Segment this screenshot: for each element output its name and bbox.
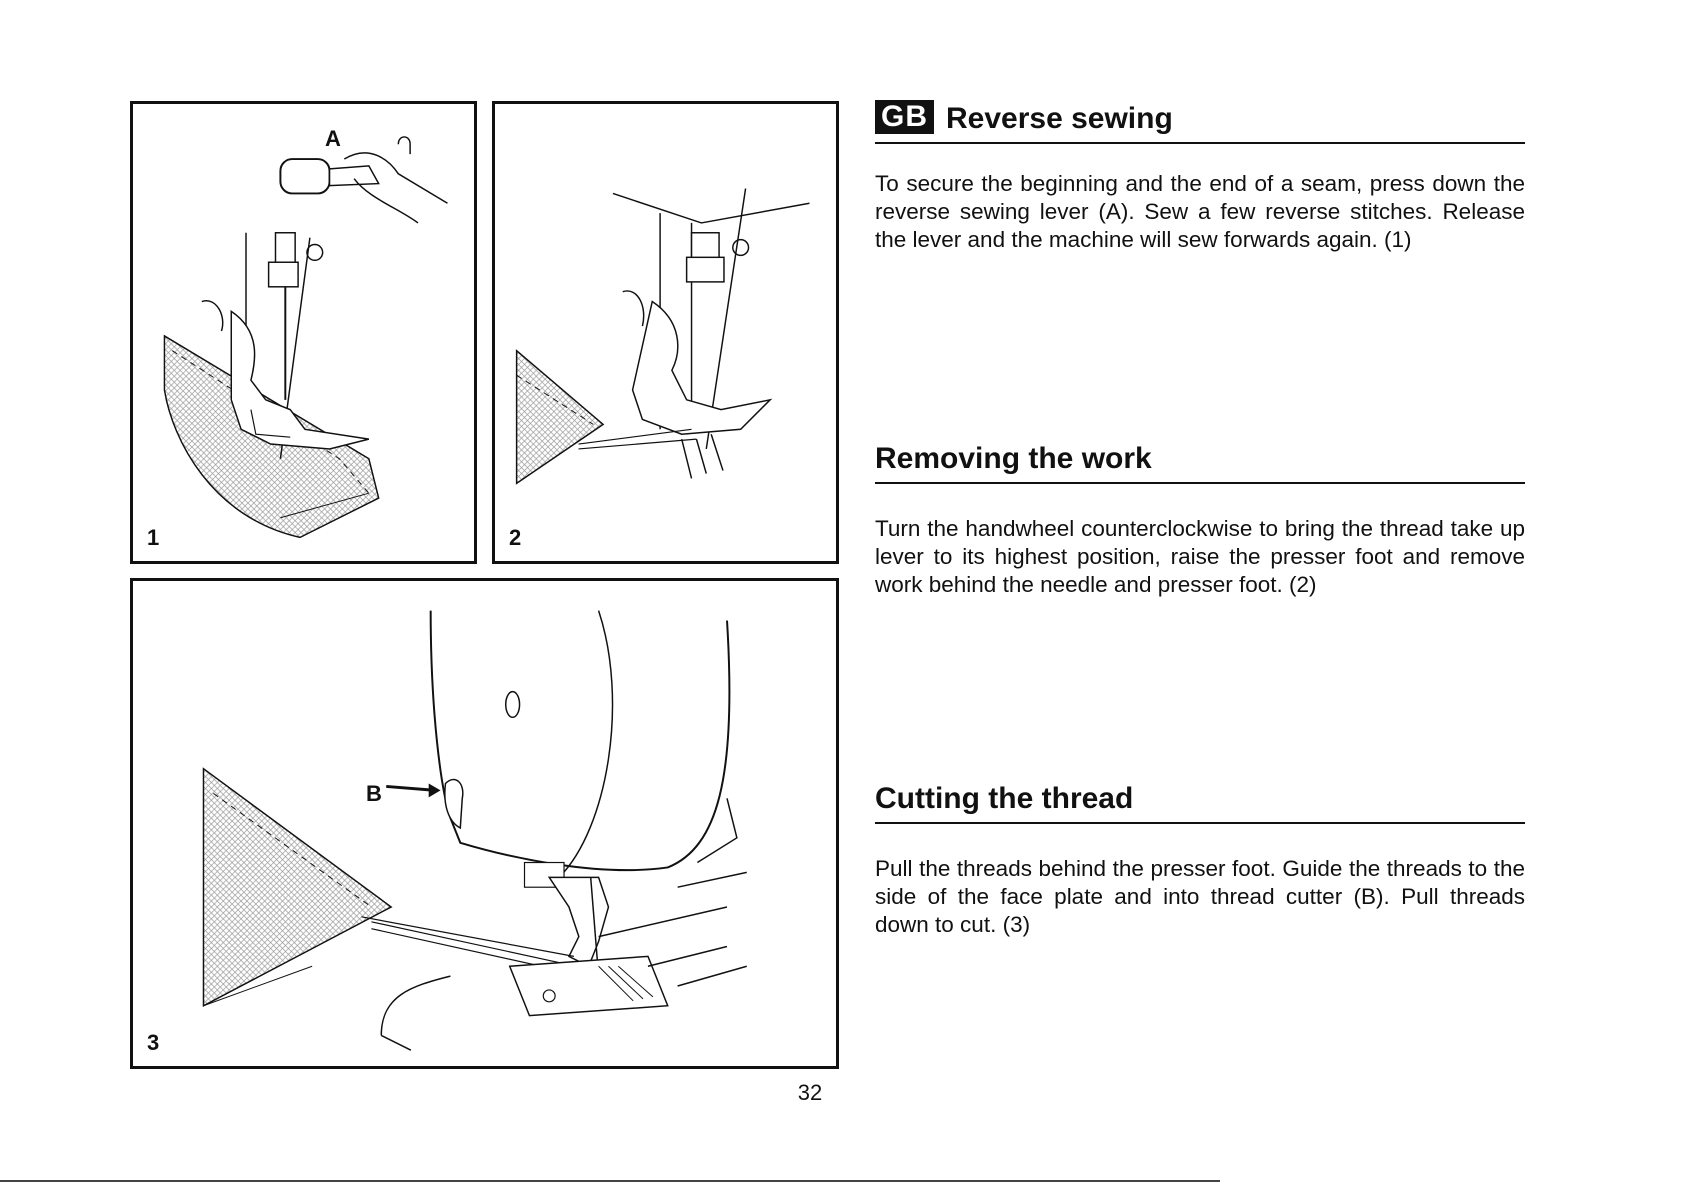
section-heading: Cutting the thread (875, 780, 1525, 824)
figure-number: 2 (509, 525, 522, 550)
illustration-reverse-sewing (163, 136, 448, 539)
section-body: Pull the threads behind the presser foot… (875, 856, 1525, 937)
illustration-thread-cutter (202, 610, 747, 1051)
section-body: To secure the beginning and the end of a… (875, 171, 1525, 252)
illustration-removing-work (515, 188, 810, 485)
figure-3-cutting-thread: B 3 (130, 578, 839, 1069)
page-number: 32 (797, 1080, 823, 1105)
callout-b: B (366, 781, 382, 806)
section-body: Turn the handwheel counterclockwise to b… (875, 516, 1525, 597)
heading-text: Reverse sewing (946, 102, 1173, 135)
figure-number: 1 (147, 525, 160, 550)
figure-1-reverse-lever: A 1 (130, 101, 477, 564)
figure-2-removing-work: 2 (492, 101, 839, 564)
section-heading: GB Reverse sewing (875, 100, 1525, 144)
callout-a: A (325, 126, 341, 151)
bottom-divider (0, 1180, 1220, 1182)
language-badge: GB (875, 100, 934, 134)
section-heading: Removing the work (875, 440, 1525, 484)
figure-number: 3 (147, 1030, 160, 1055)
